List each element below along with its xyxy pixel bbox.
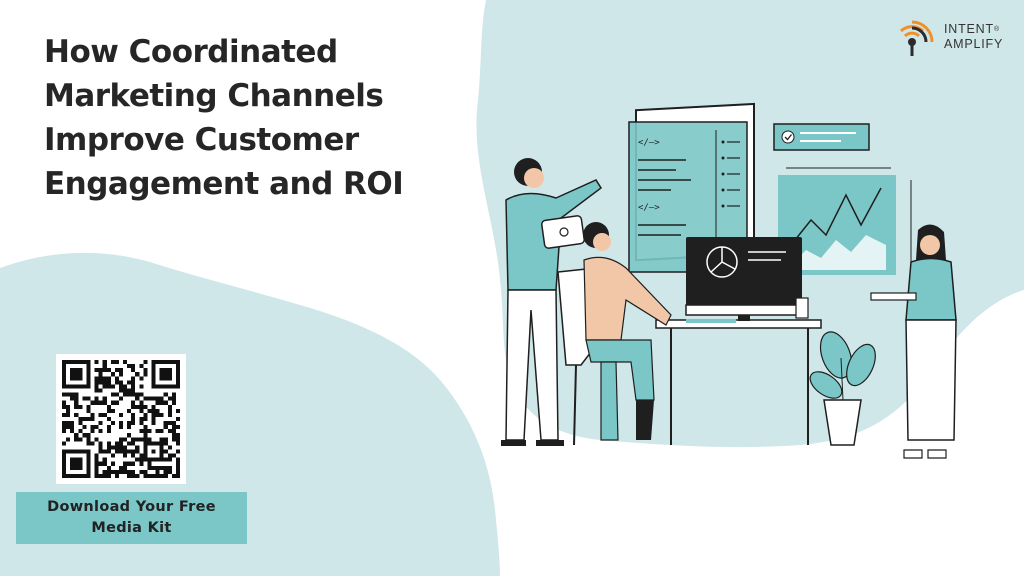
headline: How Coordinated Marketing Channels Impro… xyxy=(44,30,474,206)
headline-line-3: Improve Customer xyxy=(44,122,359,158)
download-media-kit-button[interactable]: Download Your Free Media Kit xyxy=(16,492,247,544)
headline-line-1: How Coordinated xyxy=(44,34,338,70)
svg-text:</—>: </—> xyxy=(638,203,660,213)
checkmark-icon xyxy=(781,130,795,144)
brand-logo[interactable]: INTENT® AMPLIFY xyxy=(898,16,1014,60)
brand-line-1: INTENT xyxy=(944,22,994,36)
brand-line-2: AMPLIFY xyxy=(944,37,1004,51)
broadcast-signal-icon xyxy=(899,20,934,56)
brand-name: INTENT® AMPLIFY xyxy=(944,22,1003,52)
standing-woman-figure xyxy=(870,224,957,459)
chart-window-icon xyxy=(778,167,912,275)
seated-man-figure xyxy=(557,222,672,446)
pie-chart-monitor-icon xyxy=(685,237,809,323)
headline-line-4: Engagement and ROI xyxy=(44,166,404,202)
team-illustration: </—> </—> xyxy=(501,102,957,459)
desk xyxy=(655,319,822,445)
checkmark-card xyxy=(773,123,870,151)
code-panel-icon: </—> </—> xyxy=(628,102,755,273)
svg-text:</—>: </—> xyxy=(638,138,660,148)
plant-icon xyxy=(809,331,876,446)
qr-code-icon xyxy=(62,360,180,478)
standing-man-figure xyxy=(501,158,603,446)
headline-line-2: Marketing Channels xyxy=(44,78,384,114)
qr-code[interactable] xyxy=(56,354,186,484)
trademark-symbol: ® xyxy=(993,26,1000,33)
